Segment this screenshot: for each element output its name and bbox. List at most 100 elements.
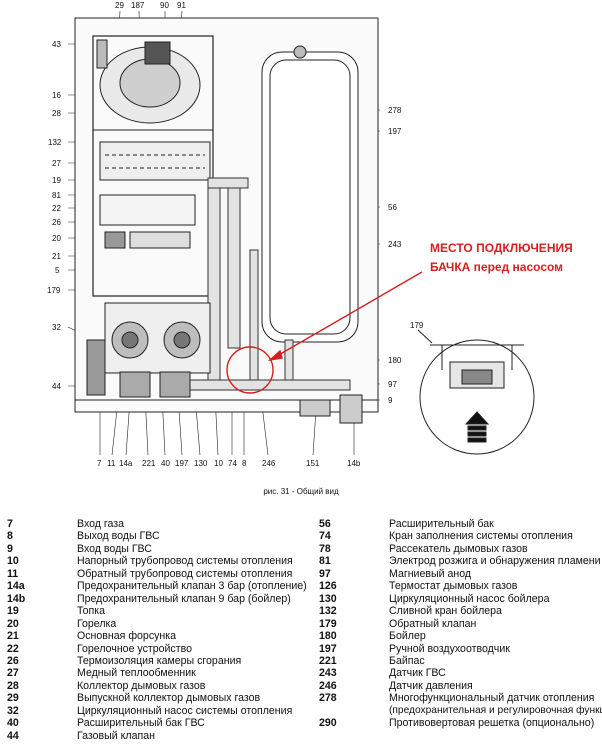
legend-description: Горелочное устройство [77, 642, 192, 655]
fan-assembly [96, 39, 201, 124]
legend-number: 81 [319, 555, 331, 568]
pipework [189, 177, 351, 391]
legend-row: 130 Циркуляционный насос бойлера [319, 593, 602, 605]
legend-number: 74 [319, 530, 331, 543]
legend-number: 132 [319, 605, 337, 618]
callout-187: 187 [131, 1, 145, 10]
callout-32: 32 [52, 323, 61, 332]
legend-row: 9 Вход воды ГВС [7, 543, 297, 555]
legend-number: 44 [7, 729, 19, 742]
callout-20: 20 [52, 234, 61, 243]
legend-number: 126 [319, 580, 337, 593]
callout-151: 151 [306, 459, 320, 468]
legend-description: Вход воды ГВС [77, 542, 152, 555]
callout-14a: 14a [119, 459, 133, 468]
callout-19: 19 [52, 176, 61, 185]
annotation-line-2: БАЧКА перед насосом [430, 260, 563, 274]
callout-246: 246 [262, 459, 276, 468]
legend-number: 10 [7, 555, 19, 568]
legend-description: Обратный клапан [389, 617, 477, 630]
legend-description: Газовый клапан [77, 729, 155, 742]
legend-description: Датчик давления [389, 679, 473, 692]
callout-221: 221 [142, 459, 156, 468]
legend-description: Медный теплообменник [77, 667, 196, 680]
legend-number: 14b [7, 592, 26, 605]
legend-description: Выход воды ГВС [77, 530, 160, 543]
legend-row: 10 Напорный трубопровод системы отопления [7, 555, 297, 567]
legend-number: 20 [7, 617, 19, 630]
callout-90: 90 [160, 1, 169, 10]
callout-40: 40 [161, 459, 170, 468]
legend-number: 29 [7, 692, 19, 705]
legend-number: 40 [7, 717, 19, 730]
legend-description: Магниевый анод [389, 567, 472, 580]
callout-5: 5 [55, 266, 60, 275]
callout-10: 10 [214, 459, 223, 468]
legend-description: Рассекатель дымовых газов [389, 542, 528, 555]
legend-description: (предохранительная и регулировочная функ… [389, 704, 602, 716]
legend-description: Датчик ГВС [389, 667, 446, 680]
callout-43: 43 [52, 40, 61, 49]
legend-description: Вход газа [77, 518, 125, 530]
callout-27: 27 [52, 159, 61, 168]
legend-description: Циркуляционный насос системы отопления [77, 704, 293, 717]
legend-number [319, 705, 389, 717]
detail-inset [417, 329, 535, 455]
legend-description: Сливной кран бойлера [389, 605, 502, 618]
callout-28: 28 [52, 109, 61, 118]
legend-number: 27 [7, 667, 19, 680]
legend-description: Основная форсунка [77, 630, 177, 643]
callout-130: 130 [194, 459, 208, 468]
callout-132: 132 [48, 138, 62, 147]
legend-number: 221 [319, 654, 337, 667]
callout-26: 26 [52, 218, 61, 227]
legend-number: 278 [319, 692, 337, 705]
connection-annotation [226, 271, 423, 394]
legend-number: 19 [7, 605, 19, 618]
legend-description: Циркуляционный насос бойлера [389, 592, 550, 605]
figure-caption: рис. 31 - Общий вид [263, 487, 339, 496]
legend-description: Электрод розжига и обнаружения пламени [389, 555, 601, 568]
legend-row: 243 Датчик ГВС [319, 667, 602, 679]
callout-197-bottom: 197 [175, 459, 189, 468]
legend-number: 28 [7, 679, 19, 692]
callout-81: 81 [52, 191, 61, 200]
legend-row: 32 Циркуляционный насос системы отопления [7, 705, 297, 717]
legend-number: 243 [319, 667, 337, 680]
legend-description: Предохранительный клапан 9 бар (бойлер) [77, 592, 291, 605]
expansion-tank [261, 45, 359, 343]
annotation-line-1: МЕСТО ПОДКЛЮЧЕНИЯ [430, 241, 573, 255]
legend-number: 130 [319, 592, 337, 605]
legend-number: 14a [7, 580, 25, 593]
legend-description: Термоизоляция камеры сгорания [77, 654, 242, 667]
legend-row: 14b Предохранительный клапан 9 бар (бойле… [7, 593, 297, 605]
legend-description: Бойлер [389, 630, 426, 643]
legend-number: 180 [319, 630, 337, 643]
legend-description: Напорный трубопровод системы отопления [77, 555, 293, 568]
callout-44: 44 [52, 382, 61, 391]
legend-description: Расширительный бак [389, 518, 494, 530]
callout-243: 243 [388, 240, 402, 249]
legend-number: 32 [7, 704, 19, 717]
legend-number: 9 [7, 542, 13, 555]
legend-number: 290 [319, 717, 337, 730]
callout-179-detail: 179 [410, 321, 424, 330]
legend-row-continuation: (предохранительная и регулировочная функ… [319, 705, 602, 717]
legend-row: 81 Электрод розжига и обнаружения пламени [319, 555, 602, 567]
legend-description: Байпас [389, 654, 425, 667]
